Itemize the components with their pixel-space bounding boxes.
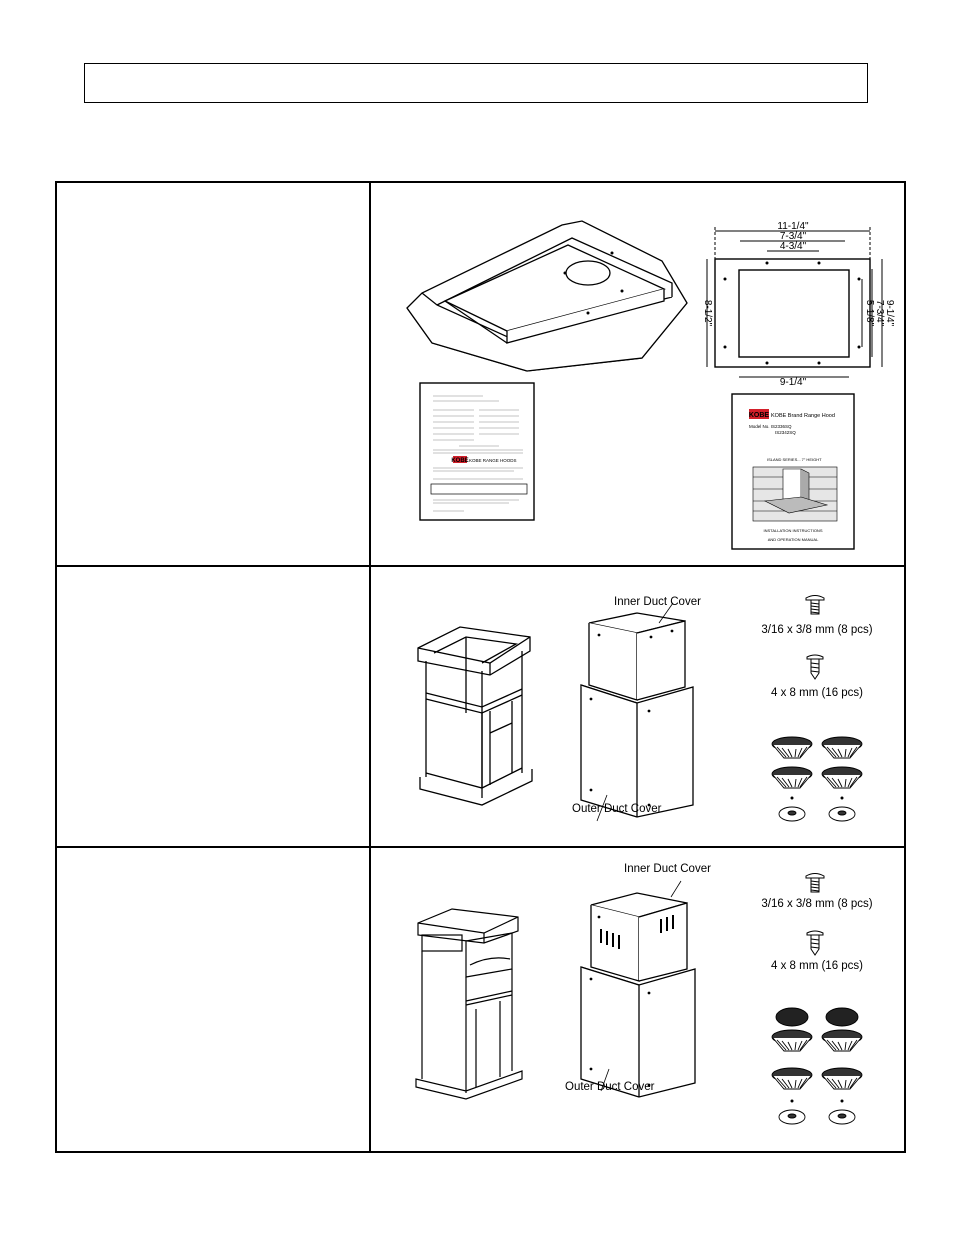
row-divider — [57, 565, 904, 567]
card-brand-logo: KOBE — [451, 458, 468, 464]
screw-spec-1-row-2: 3/16 x 3/8 mm (8 pcs) — [761, 624, 873, 636]
instruction-manual-illustration: KOBE KOBE Brand Range Hood Model No. IS2… — [731, 393, 855, 550]
dim-bottom-width: 9-1/4" — [780, 377, 807, 388]
dim-left-height: 8-1/2" — [702, 300, 713, 327]
duct-frame-illustration — [417, 626, 533, 806]
dim-middle-width: 7-3/4" — [780, 231, 807, 242]
dim-right-height-3: 5-1/8" — [864, 300, 875, 327]
manual-series: ISLAND SERIES... 7" HEIGHT — [767, 457, 822, 462]
inner-duct-cover-label-row-3: Inner Duct Cover — [624, 863, 711, 875]
screw-icon — [805, 595, 825, 615]
screw-spec-2-row-3: 4 x 8 mm (16 pcs) — [770, 960, 864, 972]
manual-heading: KOBE Brand Range Hood — [771, 413, 835, 419]
parts-table: 11-1/4" 7-3/4" 4-3/4" 9-1/4" 8-1/2" 9-1/… — [55, 181, 906, 1153]
screw-spec-2-row-2: 4 x 8 mm (16 pcs) — [770, 687, 864, 699]
outer-duct-cover-label-row-3: Outer Duct Cover — [565, 1081, 655, 1093]
screw-icon — [805, 873, 825, 893]
screw-icon — [806, 654, 824, 680]
outer-duct-cover-label-row-2: Outer Duct Cover — [572, 803, 662, 815]
page-title-box — [84, 63, 868, 103]
grease-filter-parts-illustration — [771, 1007, 863, 1125]
manual-footer-1: INSTALLATION INSTRUCTIONS — [764, 528, 823, 533]
inner-duct-cover-label-row-2: Inner Duct Cover — [614, 596, 701, 608]
column-divider — [369, 183, 371, 1151]
dim-overall-width: 11-1/4" — [777, 221, 809, 232]
motor-housing-frame-illustration — [415, 908, 523, 1100]
manual-model-number: Model No. IS2336SQ — [749, 424, 792, 429]
screw-icon — [806, 930, 824, 956]
warranty-card-illustration: KOBE KOBE RANGE HOODS — [419, 382, 535, 521]
manual-footer-2: AND OPERATION MANUAL — [768, 537, 819, 542]
mounting-template-drawing: 11-1/4" 7-3/4" 4-3/4" 9-1/4" 8-1/2" 9-1/… — [702, 221, 895, 388]
card-brand-line: KOBE RANGE HOODS — [469, 458, 517, 463]
dim-inner-width: 4-3/4" — [780, 241, 807, 252]
range-hood-illustration — [406, 220, 688, 372]
dim-right-height-2: 7-3/4" — [874, 300, 885, 327]
manual-brand-logo: KOBE — [749, 412, 770, 419]
manual-model-sub: IS2342SQ — [775, 430, 796, 435]
row-divider — [57, 846, 904, 848]
duct-covers-illustration — [580, 880, 696, 1098]
duct-covers-illustration — [580, 602, 694, 822]
dim-right-height-1: 9-1/4" — [884, 300, 895, 327]
screw-spec-1-row-3: 3/16 x 3/8 mm (8 pcs) — [761, 898, 873, 910]
grease-filter-parts-illustration — [771, 736, 863, 822]
